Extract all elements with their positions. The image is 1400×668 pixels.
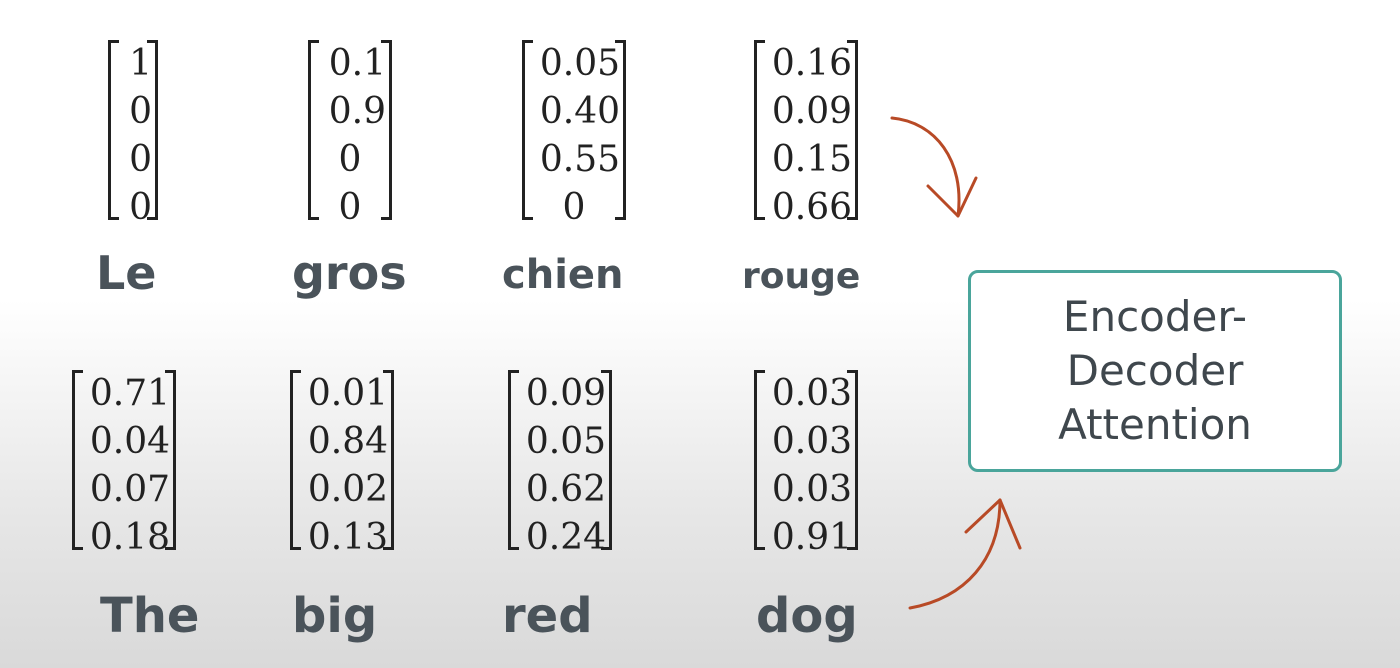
vector-cell: 0.05 xyxy=(539,43,620,84)
vector-cell: 0.40 xyxy=(539,91,620,132)
encoder-decoder-attention-box: Encoder- Decoder Attention xyxy=(968,270,1342,472)
vector-cell: 0.66 xyxy=(771,187,852,228)
vector-cell: 0.13 xyxy=(307,517,388,558)
word-le: Le xyxy=(96,246,157,300)
word-gros: gros xyxy=(292,246,407,300)
attention-box-line3: Attention xyxy=(1058,400,1252,449)
word-big: big xyxy=(292,588,378,644)
vector-cell: 0 xyxy=(129,139,152,180)
vector-le: 1 0 0 0 xyxy=(108,40,158,228)
vector-cell: 0.24 xyxy=(525,517,606,558)
vector-the: 0.71 0.04 0.07 0.18 xyxy=(72,370,176,558)
vector-cell: 0 xyxy=(129,187,152,228)
vector-cell: 0.15 xyxy=(771,139,852,180)
attention-box-line2: Decoder xyxy=(1066,346,1244,395)
vector-cell: 0 xyxy=(129,91,152,132)
vector-cell: 0.1 xyxy=(328,43,386,84)
vector-cell: 0.16 xyxy=(771,43,852,84)
word-red: red xyxy=(502,588,593,644)
word-dog: dog xyxy=(756,588,858,644)
vector-gros: 0.1 0.9 0 0 xyxy=(308,40,392,228)
word-the: The xyxy=(100,588,200,644)
vector-cell: 0.01 xyxy=(307,373,388,414)
vector-cell: 0 xyxy=(338,187,362,228)
vector-chien: 0.05 0.40 0.55 0 xyxy=(522,40,626,228)
word-chien: chien xyxy=(502,252,624,298)
vector-cell: 0.03 xyxy=(771,469,852,510)
vector-cell: 0.55 xyxy=(539,139,620,180)
vector-cell: 0 xyxy=(562,187,586,228)
vector-cell: 0.62 xyxy=(525,469,606,510)
vector-dog: 0.03 0.03 0.03 0.91 xyxy=(754,370,858,558)
vector-cell: 0.03 xyxy=(771,421,852,462)
vector-big: 0.01 0.84 0.02 0.13 xyxy=(290,370,394,558)
vector-cell: 0.91 xyxy=(771,517,852,558)
attention-box-line1: Encoder- xyxy=(1062,292,1248,341)
vector-cell: 0.07 xyxy=(89,469,170,510)
arrow-bottom-icon xyxy=(908,498,1022,610)
vector-red: 0.09 0.05 0.62 0.24 xyxy=(508,370,612,558)
vector-cell: 0.05 xyxy=(525,421,606,462)
vector-cell: 0.84 xyxy=(307,421,388,462)
vector-cell: 0.9 xyxy=(328,91,386,132)
vector-cell: 0.04 xyxy=(89,421,170,462)
vector-cell: 0.71 xyxy=(89,373,170,414)
attention-box-label: Encoder- Decoder Attention xyxy=(1058,290,1252,452)
vector-cell: 0.09 xyxy=(771,91,852,132)
vector-cell: 1 xyxy=(129,43,152,84)
vector-rouge: 0.16 0.09 0.15 0.66 xyxy=(754,40,858,228)
vector-cell: 0 xyxy=(338,139,362,180)
word-rouge: rouge xyxy=(742,256,861,297)
vector-cell: 0.18 xyxy=(89,517,170,558)
vector-cell: 0.02 xyxy=(307,469,388,510)
arrow-top-icon xyxy=(890,116,978,218)
vector-cell: 0.03 xyxy=(771,373,852,414)
vector-cell: 0.09 xyxy=(525,373,606,414)
